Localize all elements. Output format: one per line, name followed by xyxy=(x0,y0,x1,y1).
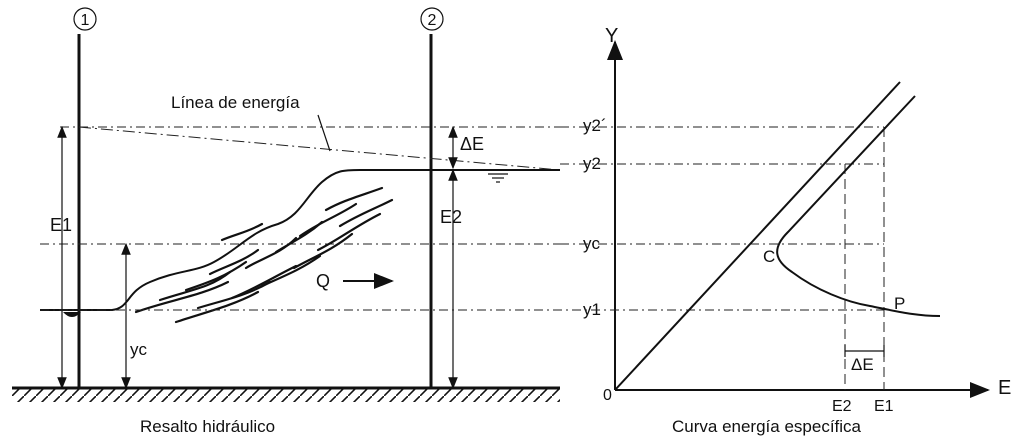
point-p-label: P xyxy=(894,294,905,313)
specific-energy-panel: Y E 0 y2´ y2 yc y1 C P ΔE E2 E1 Curva en… xyxy=(40,25,1011,436)
jump-turbulence xyxy=(134,186,394,324)
section-2-number: 2 xyxy=(428,12,437,29)
delta-e-label-right: ΔE xyxy=(851,355,874,374)
water-level-symbol-upstream xyxy=(63,312,81,317)
right-caption: Curva energía específica xyxy=(672,417,862,436)
delta-e-label-left: ΔE xyxy=(460,134,484,154)
e2-tick-label: E2 xyxy=(832,398,852,415)
water-surface-profile xyxy=(40,169,560,311)
section-2-marker xyxy=(420,7,444,31)
yc-label-right: yc xyxy=(583,234,601,253)
section-1-number: 1 xyxy=(81,12,90,29)
e1-label: E1 xyxy=(50,215,72,235)
point-c-label: C xyxy=(763,247,775,266)
energy-line-leader xyxy=(317,114,331,152)
specific-energy-curve xyxy=(776,95,941,317)
asymptote-line xyxy=(614,81,901,391)
energy-line xyxy=(78,126,561,171)
left-caption: Resalto hidráulico xyxy=(140,417,275,436)
y2-label: y2 xyxy=(583,154,601,173)
e2-label: E2 xyxy=(440,207,462,227)
e1-tick-label: E1 xyxy=(874,398,894,415)
water-level-symbol-downstream xyxy=(488,173,508,183)
origin-label: 0 xyxy=(603,387,612,404)
y2-prime-label: y2´ xyxy=(583,116,607,135)
channel-bed xyxy=(12,386,560,402)
x-axis-label: E xyxy=(998,377,1011,399)
yc-label-left: yc xyxy=(130,340,148,359)
y-axis-label: Y xyxy=(605,25,618,47)
flow-label: Q xyxy=(316,271,330,291)
energy-line-label: Línea de energía xyxy=(171,93,300,112)
section-1-marker xyxy=(73,7,97,31)
hydraulic-jump-panel: 1 2 Línea de energía xyxy=(12,7,561,436)
